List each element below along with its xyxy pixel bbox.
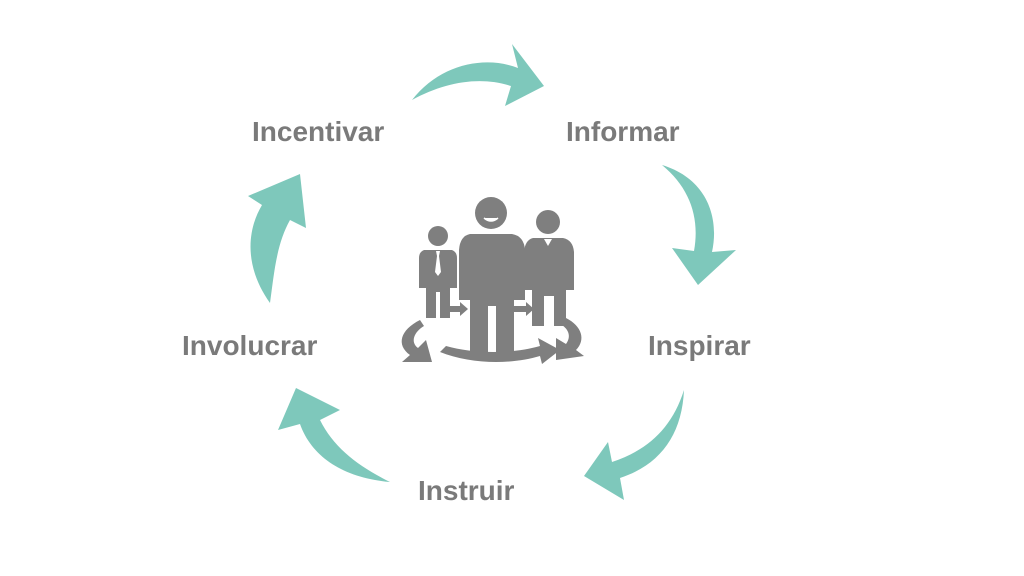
person-left	[419, 226, 457, 318]
step-label-incentivar: Incentivar	[252, 116, 385, 147]
step-label-instruir: Instruir	[418, 475, 515, 506]
small-arrow-left	[446, 302, 468, 316]
small-arrow-right	[512, 302, 534, 316]
step-label-informar: Informar	[566, 116, 680, 147]
person-center	[459, 197, 525, 352]
arrow-informar-to-inspirar	[662, 165, 736, 285]
arrow-inspirar-to-instruir	[584, 390, 684, 500]
step-label-inspirar: Inspirar	[648, 330, 751, 361]
person-right	[524, 210, 574, 326]
step-label-involucrar: Involucrar	[182, 330, 318, 361]
arrow-involucrar-to-incentivar	[248, 174, 306, 303]
base-cycle-arrow-left	[401, 320, 432, 362]
base-cycle-arrow-right	[556, 318, 584, 360]
cycle-arrows	[248, 44, 736, 500]
arrow-incentivar-to-informar	[412, 44, 544, 106]
base-cycle-arrow-bottom	[440, 338, 560, 364]
arrow-instruir-to-involucrar	[278, 388, 390, 482]
team-cycle-icon	[401, 197, 584, 364]
